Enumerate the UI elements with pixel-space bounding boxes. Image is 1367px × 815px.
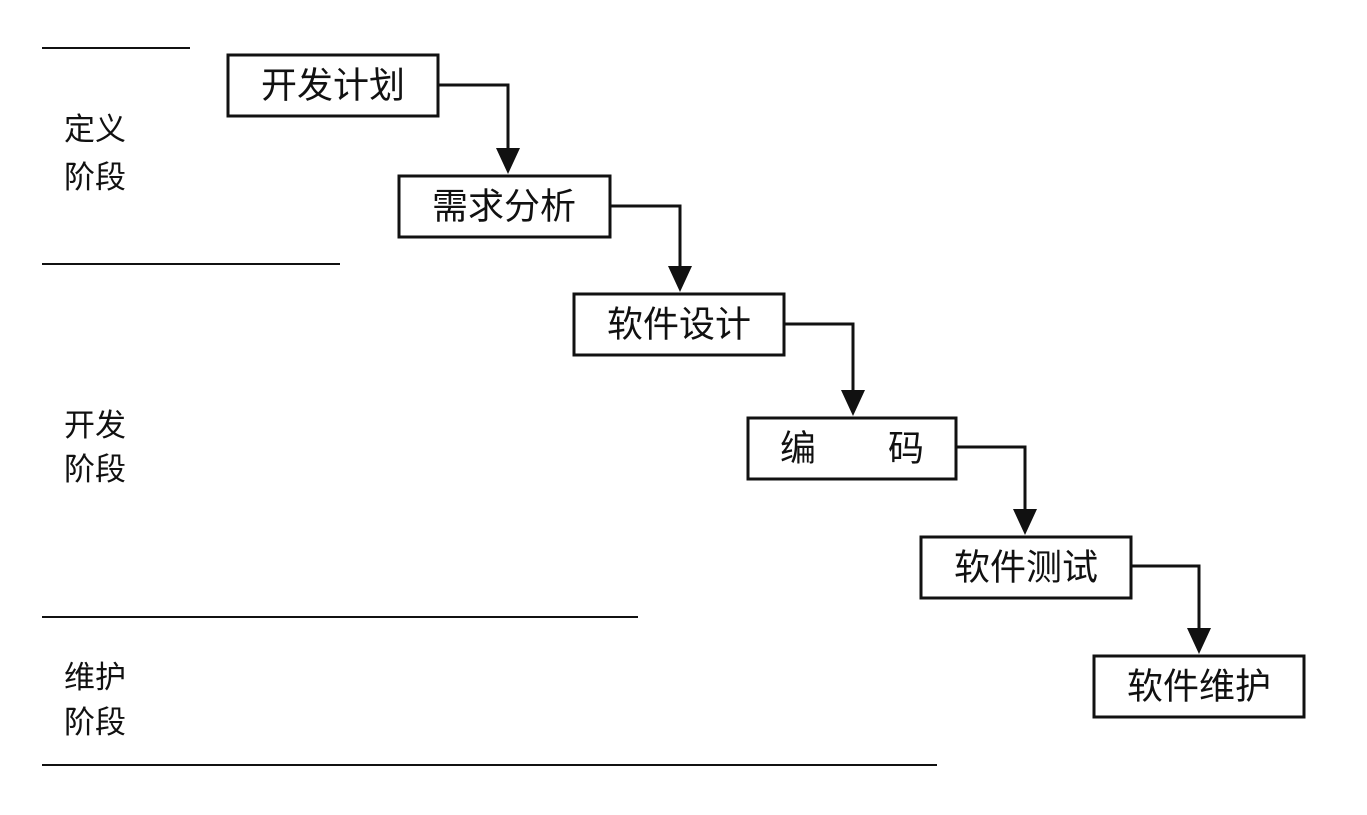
step-box-software-maintenance [1092,654,1306,719]
connector-requirements-to-design [610,204,682,268]
connector-design-to-coding [784,322,855,392]
step-box-coding [746,416,958,481]
arrowhead-design-to-coding [841,390,865,416]
phase-label-development-line2: 阶段 [64,452,126,488]
connector-testing-to-maintenance [1131,564,1201,630]
arrowhead-testing-to-maintenance [1187,628,1211,654]
step-label-requirements: 需求分析 [432,187,576,228]
phase-label-development-line1: 开发 [64,408,126,444]
connector-plan-to-requirements [438,83,510,150]
phase-label-definition-line2: 阶段 [64,160,126,196]
arrowhead-coding-to-testing [1013,509,1037,535]
connector-coding-to-testing [956,445,1027,511]
step-box-requirements [397,174,612,239]
step-box-dev-plan [226,53,440,118]
arrowhead-requirements-to-design [668,266,692,292]
phase-label-maintenance-line2: 阶段 [64,705,126,741]
arrowhead-plan-to-requirements [496,148,520,174]
step-label-software-maintenance: 软件维护 [1127,667,1271,708]
step-label-dev-plan: 开发计划 [261,66,405,107]
step-label-software-design: 软件设计 [607,305,751,346]
phase-label-maintenance-line1: 维护 [64,660,126,696]
phase-label-definition-line1: 定义 [64,112,126,148]
step-label-coding: 编 码 [780,429,924,470]
step-box-software-design [572,292,786,357]
step-label-software-testing: 软件测试 [954,548,1098,589]
